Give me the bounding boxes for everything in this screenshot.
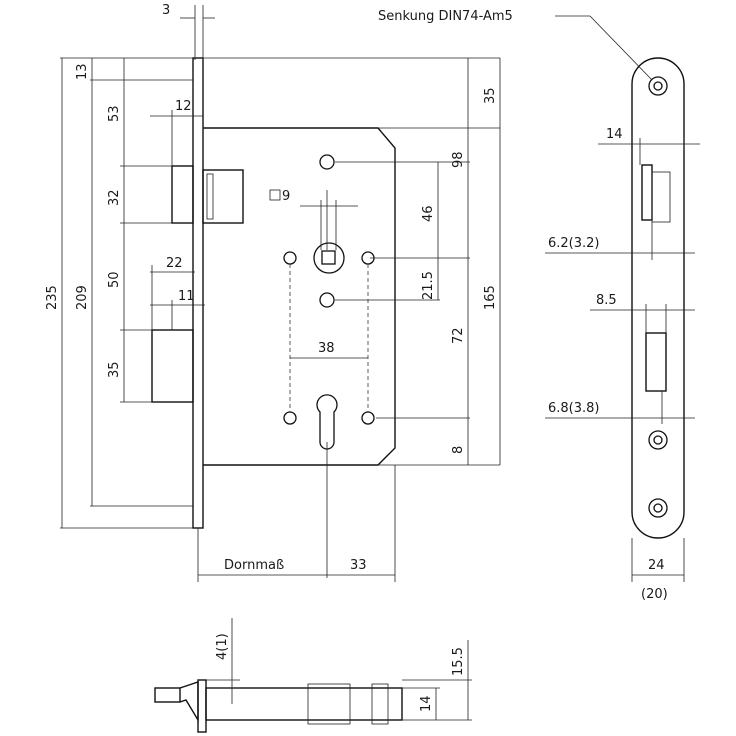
dim-72: 72	[451, 327, 466, 344]
dim-21-5: 21.5	[421, 271, 436, 300]
dim-8: 8	[451, 446, 466, 454]
dim-4: 4(1)	[215, 633, 230, 660]
dim-22: 22	[166, 256, 183, 271]
dim-backset: Dornmaß	[224, 558, 284, 573]
dim-24: 24	[648, 558, 665, 573]
latch-bolt-body	[202, 169, 244, 224]
dim-50: 50	[107, 271, 122, 288]
side-view: Senkung DIN74-Am5 14 6.2(3.2) 8.5 6.8(3.…	[378, 9, 700, 602]
dim-11: 11	[178, 289, 195, 304]
front-view	[151, 57, 396, 578]
latch-bolt	[171, 165, 194, 224]
dim-38: 38	[318, 341, 335, 356]
dim-53: 53	[107, 105, 122, 122]
faceplate-top-view	[197, 679, 207, 733]
dim-14-bottom: 14	[419, 695, 434, 712]
dead-bolt	[151, 329, 194, 403]
lock-case	[203, 127, 396, 466]
square-symbol-icon	[269, 189, 281, 201]
label-countersink: Senkung DIN74-Am5	[378, 9, 513, 24]
dim-235: 235	[45, 285, 60, 310]
dim-33: 33	[350, 558, 367, 573]
dim-15-5: 15.5	[451, 647, 466, 676]
dim-12: 12	[175, 99, 192, 114]
dim-46: 46	[421, 205, 436, 222]
case-top-view	[205, 687, 403, 721]
dim-165: 165	[483, 285, 498, 310]
dim-209: 209	[75, 285, 90, 310]
latch-top-view	[154, 687, 181, 703]
follower-side-hole-left	[283, 251, 297, 265]
dim-20: (20)	[641, 587, 668, 602]
mounting-hole-top	[319, 154, 335, 170]
dim-35-top: 35	[483, 87, 498, 104]
mounting-hole-bottom-right	[361, 411, 375, 425]
follower-square	[321, 250, 336, 265]
dim-35-left: 35	[107, 361, 122, 378]
faceplate-side	[631, 57, 685, 539]
dim-3: 3	[162, 3, 170, 18]
dim-6-2: 6.2(3.2)	[548, 236, 600, 251]
dim-square-9: 9	[282, 189, 290, 204]
dim-98: 98	[451, 151, 466, 168]
dim-8-5: 8.5	[596, 293, 617, 308]
dim-13: 13	[75, 63, 90, 80]
dim-6-8: 6.8(3.8)	[548, 401, 600, 416]
bolt-opening	[645, 332, 667, 392]
mounting-hole-bottom-left	[283, 411, 297, 425]
mounting-hole-mid	[319, 292, 335, 308]
dim-14-side: 14	[606, 127, 623, 142]
latch-bolt-inner	[206, 173, 214, 220]
cylinder-cutout	[316, 394, 338, 450]
front-dimensions: 3 235 209 13 53 32 50 35 12 22	[45, 3, 501, 582]
latch-opening	[641, 164, 653, 221]
bottom-view: 4(1) 15.5 14	[154, 618, 472, 733]
dim-32: 32	[107, 189, 122, 206]
